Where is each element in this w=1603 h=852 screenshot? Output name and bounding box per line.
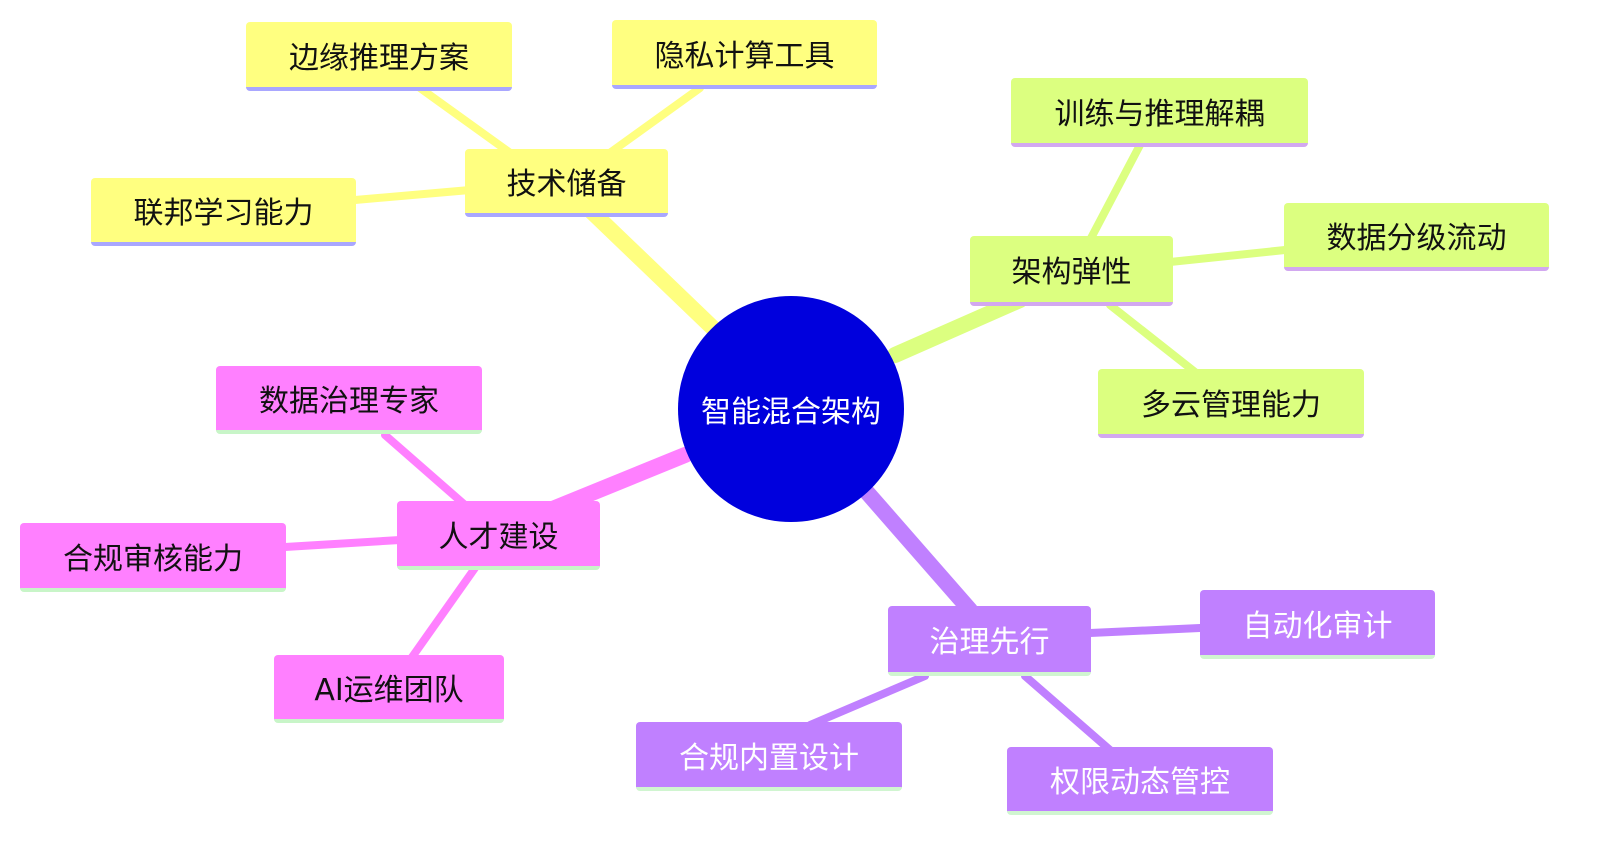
- branch-node-tech[interactable]: 技术储备: [465, 149, 668, 217]
- leaf-node-dynamic-permission[interactable]: 权限动态管控: [1007, 747, 1273, 815]
- link-gov-builtin: [806, 672, 929, 729]
- leaf-node-data-tiering[interactable]: 数据分级流动: [1284, 203, 1549, 271]
- link-center-gov: [857, 482, 978, 618]
- center-node[interactable]: 智能混合架构: [678, 296, 904, 522]
- leaf-node-builtin-compliance[interactable]: 合规内置设计: [636, 722, 902, 791]
- branch-node-arch[interactable]: 架构弹性: [970, 236, 1173, 306]
- branch-node-talent[interactable]: 人才建设: [397, 501, 600, 570]
- link-center-arch: [887, 292, 1028, 363]
- link-tech-federated: [351, 186, 474, 204]
- leaf-node-compliance-review[interactable]: 合规审核能力: [20, 523, 286, 592]
- link-center-talent: [542, 447, 693, 518]
- leaf-node-edge-inference[interactable]: 边缘推理方案: [246, 22, 512, 91]
- link-arch-dataflow: [1166, 246, 1289, 266]
- link-center-tech: [582, 202, 723, 338]
- branch-node-gov[interactable]: 治理先行: [888, 606, 1091, 676]
- leaf-node-auto-audit[interactable]: 自动化审计: [1200, 590, 1435, 659]
- link-arch-multicloud: [1106, 301, 1199, 376]
- link-gov-audit: [1086, 624, 1204, 637]
- leaf-node-governance-expert[interactable]: 数据治理专家: [216, 366, 482, 434]
- link-tech-privacy: [596, 84, 704, 164]
- link-talent-expert: [381, 431, 469, 509]
- leaf-node-decouple[interactable]: 训练与推理解耦: [1011, 78, 1308, 147]
- leaf-node-multicloud[interactable]: 多云管理能力: [1098, 369, 1364, 438]
- link-talent-aiops: [406, 564, 479, 664]
- link-arch-decouple: [1086, 141, 1144, 244]
- link-talent-compliance: [281, 536, 404, 551]
- leaf-node-privacy-computing[interactable]: 隐私计算工具: [612, 20, 877, 89]
- leaf-node-aiops-team[interactable]: AI运维团队: [274, 655, 504, 723]
- leaf-node-federated-learning[interactable]: 联邦学习能力: [91, 178, 356, 246]
- link-tech-edge: [416, 84, 524, 164]
- link-gov-permission: [1021, 672, 1114, 754]
